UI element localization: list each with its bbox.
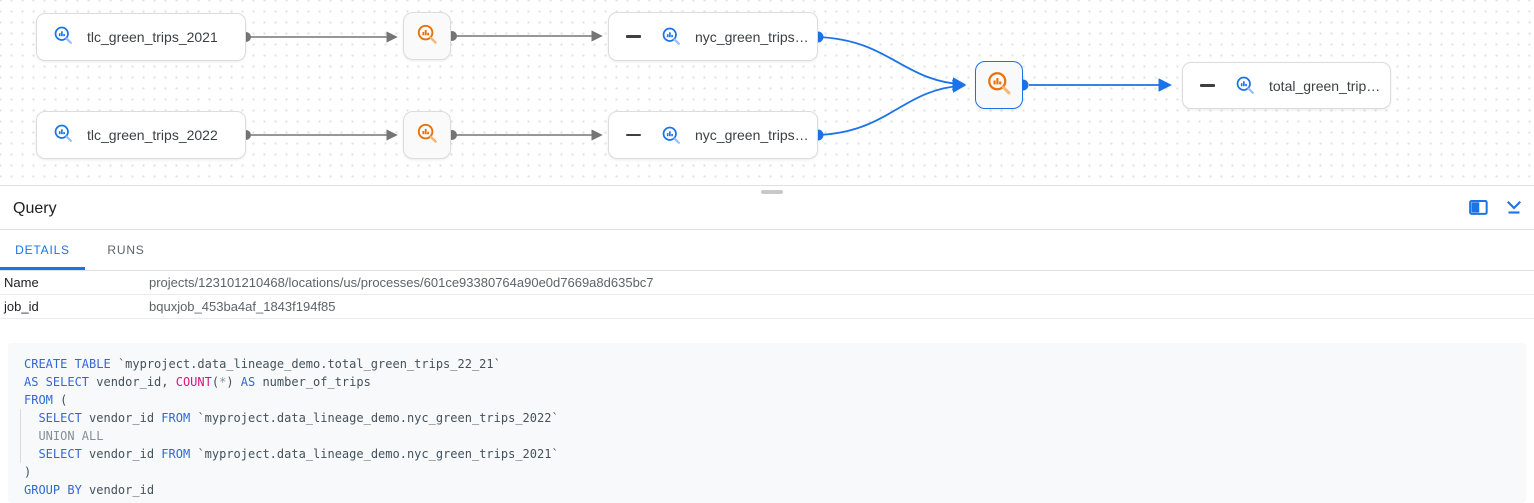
query-process-icon (986, 70, 1013, 100)
panel-resize-handle[interactable] (761, 190, 783, 194)
detail-label-name: Name (4, 275, 39, 290)
table-row: Name projects/123101210468/locations/us/… (0, 271, 1534, 295)
node-label: nyc_green_trips… (695, 127, 809, 143)
bigquery-table-icon (661, 26, 682, 47)
collapse-minus-icon[interactable] (626, 35, 641, 38)
tab-details[interactable]: DETAILS (0, 230, 85, 270)
sql-code-line: ) (24, 465, 32, 479)
sql-code-line: UNION ALL (20, 427, 1510, 445)
panel-tabs: DETAILS RUNS (0, 230, 1534, 271)
query-process-icon (416, 23, 439, 49)
sql-code-line: SELECT vendor_id FROM `myproject.data_li… (20, 409, 1510, 427)
graph-node-nyc-green-trips-2[interactable]: nyc_green_trips… (608, 111, 818, 159)
bigquery-table-icon (53, 25, 74, 49)
query-details-panel: Query DETAILS RUNS Name projects/1231012… (0, 186, 1534, 503)
query-process-icon (416, 122, 439, 148)
sql-code-line: GROUP BY vendor_id (24, 483, 155, 497)
sql-code-line: AS SELECT vendor_id, COUNT(*) AS number_… (24, 375, 371, 389)
node-label: total_green_trip… (1269, 77, 1381, 94)
detail-value-job-id: bquxjob_453ba4af_1843f194f85 (149, 299, 336, 314)
graph-node-total-green-trips[interactable]: total_green_trip… (1182, 62, 1391, 109)
node-label: tlc_green_trips_2022 (87, 127, 218, 143)
bigquery-table-icon (1235, 75, 1256, 96)
sql-code-line: SELECT vendor_id FROM `myproject.data_li… (20, 445, 1510, 463)
sql-code-line: CREATE TABLE `myproject.data_lineage_dem… (24, 357, 501, 371)
collapse-minus-icon[interactable] (626, 133, 641, 137)
graph-node-process-selected[interactable] (975, 61, 1023, 109)
lineage-graph-canvas[interactable]: tlc_green_trips_2021 tlc_green_trips_202… (0, 0, 1534, 186)
node-label: tlc_green_trips_2021 (87, 29, 218, 45)
table-row: job_id bquxjob_453ba4af_1843f194f85 (0, 295, 1534, 319)
bigquery-table-icon (53, 123, 74, 147)
details-table: Name projects/123101210468/locations/us/… (0, 271, 1534, 319)
dock-side-panel-icon[interactable] (1468, 198, 1488, 218)
detail-label-job-id: job_id (4, 299, 39, 314)
graph-node-process-1[interactable] (403, 12, 451, 60)
collapse-panel-icon[interactable] (1504, 198, 1524, 218)
sql-query-code-block: CREATE TABLE `myproject.data_lineage_dem… (8, 343, 1526, 503)
detail-value-name: projects/123101210468/locations/us/proce… (149, 275, 654, 290)
tab-runs[interactable]: RUNS (107, 243, 145, 257)
panel-header: Query (0, 186, 1534, 230)
collapse-minus-icon[interactable] (1200, 84, 1215, 87)
bigquery-table-icon (661, 125, 682, 146)
graph-node-nyc-green-trips-1[interactable]: nyc_green_trips… (608, 12, 818, 61)
graph-node-tlc-green-trips-2021[interactable]: tlc_green_trips_2021 (36, 13, 246, 61)
graph-node-process-2[interactable] (403, 111, 451, 159)
node-label: nyc_green_trips… (695, 28, 809, 45)
sql-code-line: FROM ( (24, 393, 68, 407)
graph-node-tlc-green-trips-2022[interactable]: tlc_green_trips_2022 (36, 111, 246, 159)
panel-title: Query (13, 199, 57, 217)
